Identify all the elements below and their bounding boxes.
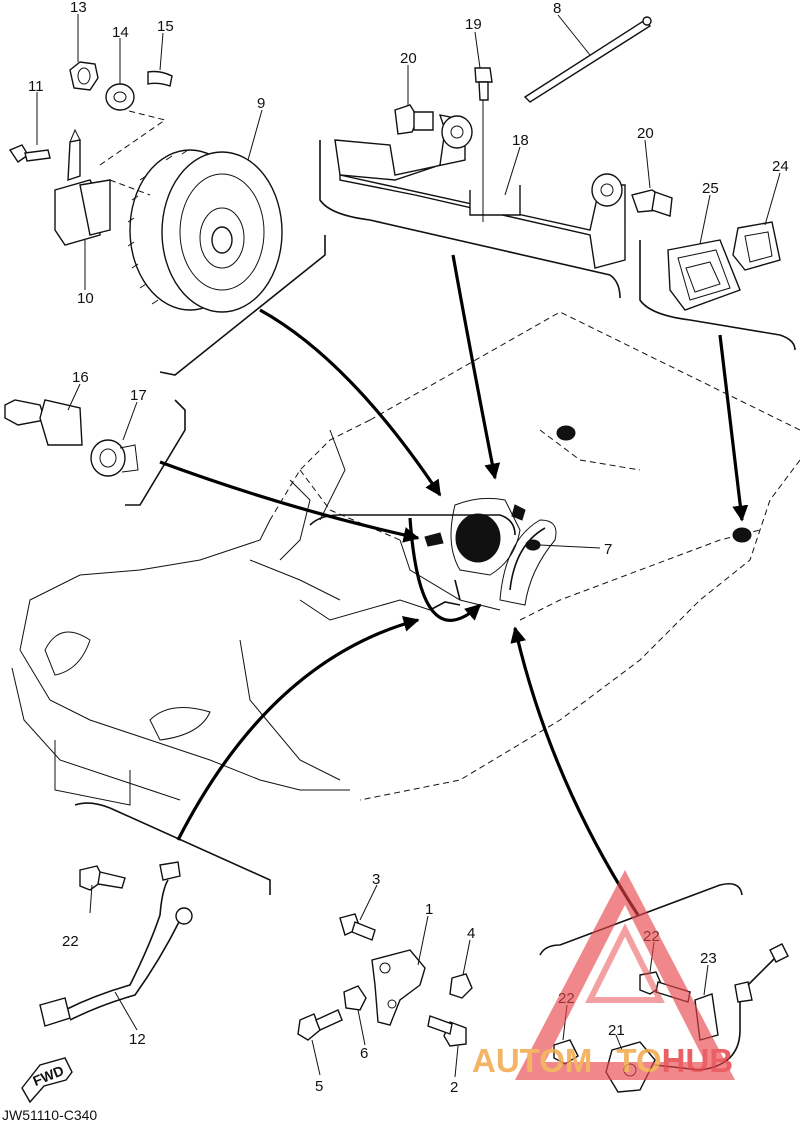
callout-leaders: [36, 14, 781, 1078]
watermark-text-3: HUB: [662, 1042, 734, 1079]
callout-numbers: 13 14 15 11 9 10 16 17 19 8 20 18 20 24 …: [28, 0, 789, 1096]
callout-22a: 22: [62, 933, 79, 950]
callout-2: 2: [450, 1079, 458, 1096]
callout-20a: 20: [400, 50, 417, 67]
watermark-text-2: TO: [616, 1042, 661, 1079]
fwd-arrow: FWD: [21, 1057, 73, 1104]
callout-4: 4: [467, 925, 475, 942]
callout-5: 5: [315, 1078, 323, 1095]
part-22-bolt-left: [79, 865, 126, 891]
callout-10: 10: [77, 290, 94, 307]
part-10-pickup-coil: [54, 128, 111, 246]
watermark-triangle-icon: [515, 870, 735, 1080]
part-15-key: [147, 70, 173, 87]
callout-17: 17: [130, 387, 147, 404]
callout-18: 18: [512, 132, 529, 149]
callout-13: 13: [70, 0, 87, 16]
part-17-grommet: [90, 439, 139, 477]
callout-7: 7: [604, 541, 612, 558]
engine-center: [424, 425, 752, 611]
part-8-rod: [523, 16, 652, 103]
drawing-code: JW51110-C340: [2, 1107, 97, 1123]
callout-6: 6: [360, 1045, 368, 1062]
part-11-bolt: [8, 144, 51, 163]
part-13-nut: [69, 61, 99, 91]
part-2-bolt: [427, 1015, 467, 1047]
callout-25: 25: [702, 180, 719, 197]
part-24-grommet: [732, 221, 781, 271]
callout-20b: 20: [637, 125, 654, 142]
part-6-nut: [343, 985, 367, 1011]
part-16-plug: [4, 399, 83, 446]
callout-23: 23: [700, 950, 717, 967]
callout-15: 15: [157, 18, 174, 35]
assembly-line-2: [109, 179, 151, 196]
callout-16: 16: [72, 369, 89, 386]
callout-8: 8: [553, 0, 561, 17]
callout-14: 14: [112, 24, 129, 41]
callout-9: 9: [257, 95, 265, 112]
part-3-bolt: [339, 913, 376, 941]
callout-11: 11: [28, 78, 44, 95]
part-20-bolt-a: [394, 104, 434, 135]
part-4-nut: [449, 973, 473, 999]
part-20-bolt-b: [631, 189, 673, 217]
callout-21: 21: [608, 1022, 625, 1039]
callout-3: 3: [372, 871, 380, 888]
callout-19: 19: [465, 16, 482, 33]
part-19-bolt: [474, 67, 493, 222]
callout-12: 12: [129, 1031, 146, 1048]
part-5-bolt: [297, 1009, 343, 1041]
part-9-flywheel: [127, 149, 283, 313]
assembly-line-1: [99, 109, 167, 166]
part-22-bolt-right-b: [553, 1039, 579, 1065]
watermark-text-1: AUTOM: [472, 1042, 592, 1079]
part-12-wire-harness: [39, 861, 193, 1027]
callout-1: 1: [425, 901, 433, 918]
leader-arrows: [159, 254, 749, 916]
vehicle-outline: [11, 311, 800, 806]
part-1-bracket: [371, 949, 426, 1026]
part-14-washer: [105, 83, 135, 111]
group-brackets: [74, 140, 796, 956]
part-25-grommet: [667, 239, 741, 311]
callout-24: 24: [772, 158, 789, 175]
watermark: AUTOM TOHUB: [472, 870, 735, 1080]
